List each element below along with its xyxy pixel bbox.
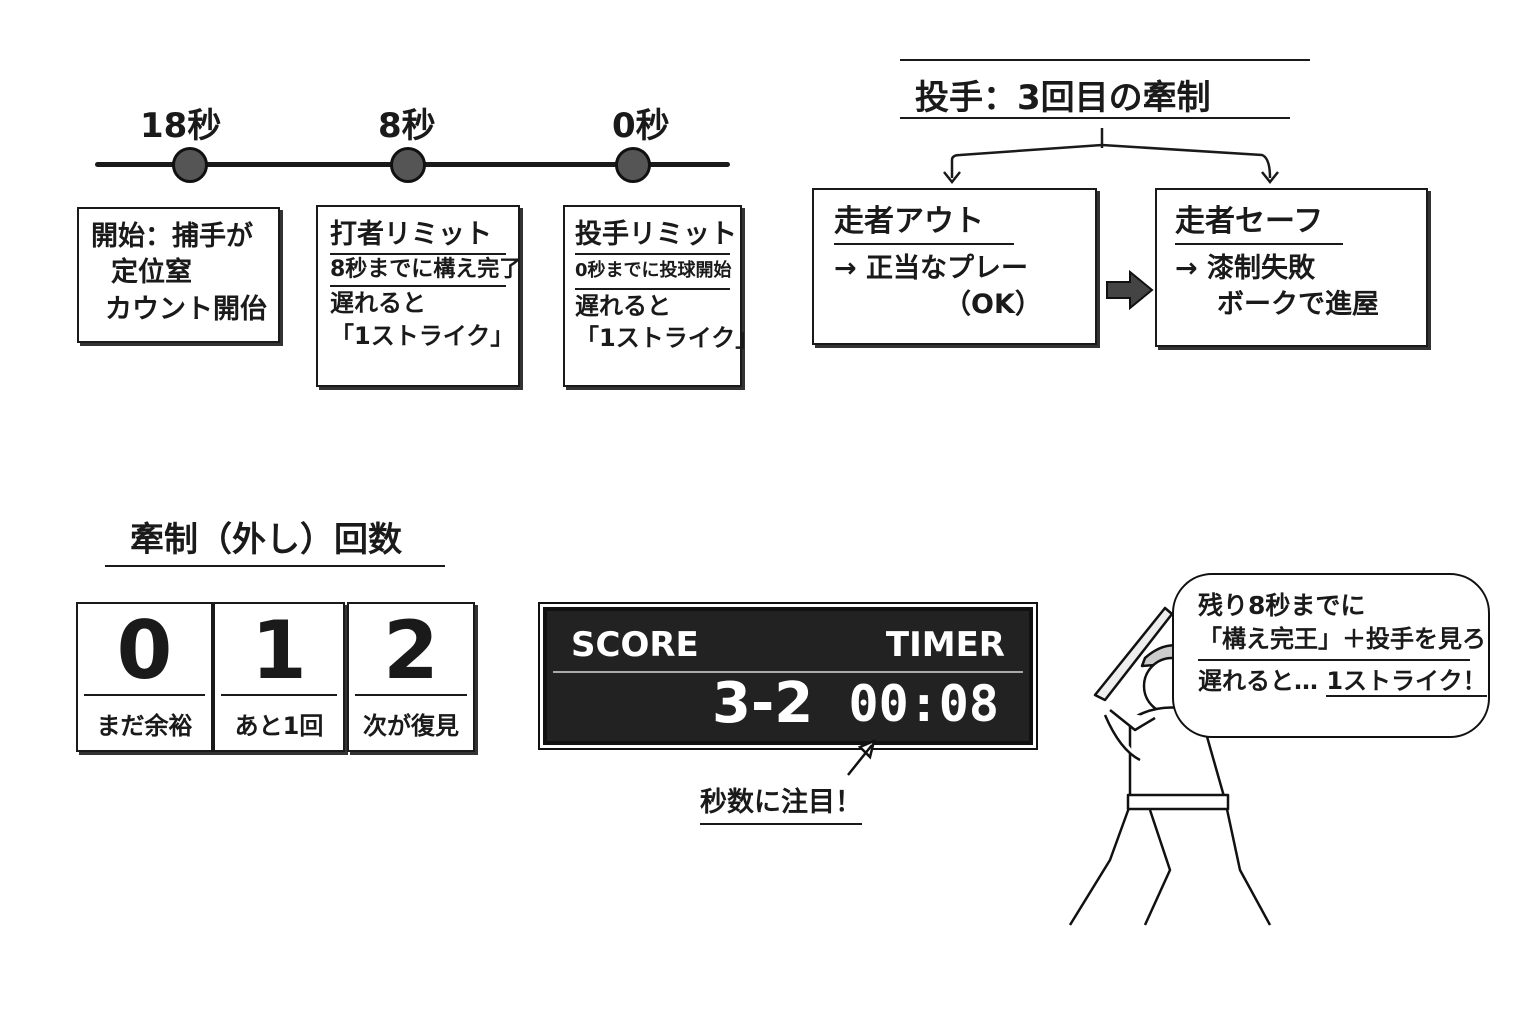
callout-text: 遅れると <box>330 289 426 318</box>
callout-rule: 8秒までに構え完了 <box>330 255 521 288</box>
card-label: あと1回 <box>221 694 337 741</box>
callout-text: カウント開佁 <box>105 293 267 325</box>
annotation-text: 秒数に注目！ <box>700 780 862 825</box>
pitcher-limit-callout: 投手リミット 0秒までに投球開始 遅れると 「1ストライク」 <box>563 205 760 387</box>
flow-connectors <box>900 59 1310 311</box>
card-number: 0 <box>116 604 173 697</box>
callout-rule: 0秒までに投球開始 <box>575 255 732 290</box>
start-callout: 開始：捕手が 定位窒 カウント開佁 <box>77 207 280 343</box>
box-text: → 正当なプレー <box>834 252 1029 284</box>
box-title: 走者セーフ <box>1175 202 1344 245</box>
card-label: まだ余裕 <box>84 694 205 741</box>
speech-bubble: 残り8秒までに 「構え完王」＋投手を見ろ 遅れると… 1ストライク！ <box>1172 573 1490 738</box>
pointer-arrow-icon <box>847 738 876 776</box>
bubble-line: 遅れると… <box>1198 667 1318 696</box>
tick-label: 0秒 <box>612 106 670 146</box>
callout-title: 投手リミット <box>575 217 737 256</box>
scoreboard-divider <box>553 671 1023 673</box>
callout-text: 開始：捕手が <box>91 221 253 252</box>
callout-text: 遅れると <box>575 291 671 320</box>
bubble-line: 残り8秒までに <box>1198 591 1366 620</box>
box-title: 走者アウト <box>834 202 1014 245</box>
score-value: 3-2 <box>712 671 814 736</box>
box-text: → 漆制失敗 <box>1175 252 1316 284</box>
pickoff-title: 投手：3回目の牽制 <box>915 78 1211 118</box>
callout-text: 「1ストライク」 <box>330 321 515 350</box>
box-text: ボークで進屋 <box>1217 288 1379 320</box>
batter-limit-callout: 打者リミット 8秒までに構え完了 遅れると 「1ストライク」 <box>316 205 521 387</box>
runner-out-box: 走者アウト → 正当なプレー （OK） <box>812 188 1097 345</box>
timeline-dot <box>390 147 426 183</box>
callout-text: 「1ストライク」 <box>575 324 760 353</box>
callout-title: 打者リミット <box>330 217 506 256</box>
timer-label: TIMER <box>885 625 1005 665</box>
card-label: 次が復見 <box>355 694 467 741</box>
box-text: （OK） <box>944 288 1042 320</box>
tick-label: 8秒 <box>378 106 436 146</box>
timeline-dot <box>172 147 208 183</box>
bubble-emphasis: 1ストライク！ <box>1326 667 1487 698</box>
card-number: 1 <box>251 604 307 697</box>
count-title-underline <box>105 565 445 567</box>
callout-text: 定位窒 <box>111 257 192 289</box>
card-number: 2 <box>383 604 439 697</box>
count-title: 牽制（外し）回数 <box>130 520 402 560</box>
runner-safe-box: 走者セーフ → 漆制失敗 ボークで進屋 <box>1155 188 1428 347</box>
tick-label: 18秒 <box>140 106 222 146</box>
timer-value: 00:08 <box>848 675 999 733</box>
score-label: SCORE <box>571 625 699 665</box>
bubble-line: 「構え完王」＋投手を見ろ <box>1198 623 1486 662</box>
timeline-dot <box>615 147 651 183</box>
scoreboard: SCORE TIMER 3-2 00:08 <box>543 607 1033 745</box>
